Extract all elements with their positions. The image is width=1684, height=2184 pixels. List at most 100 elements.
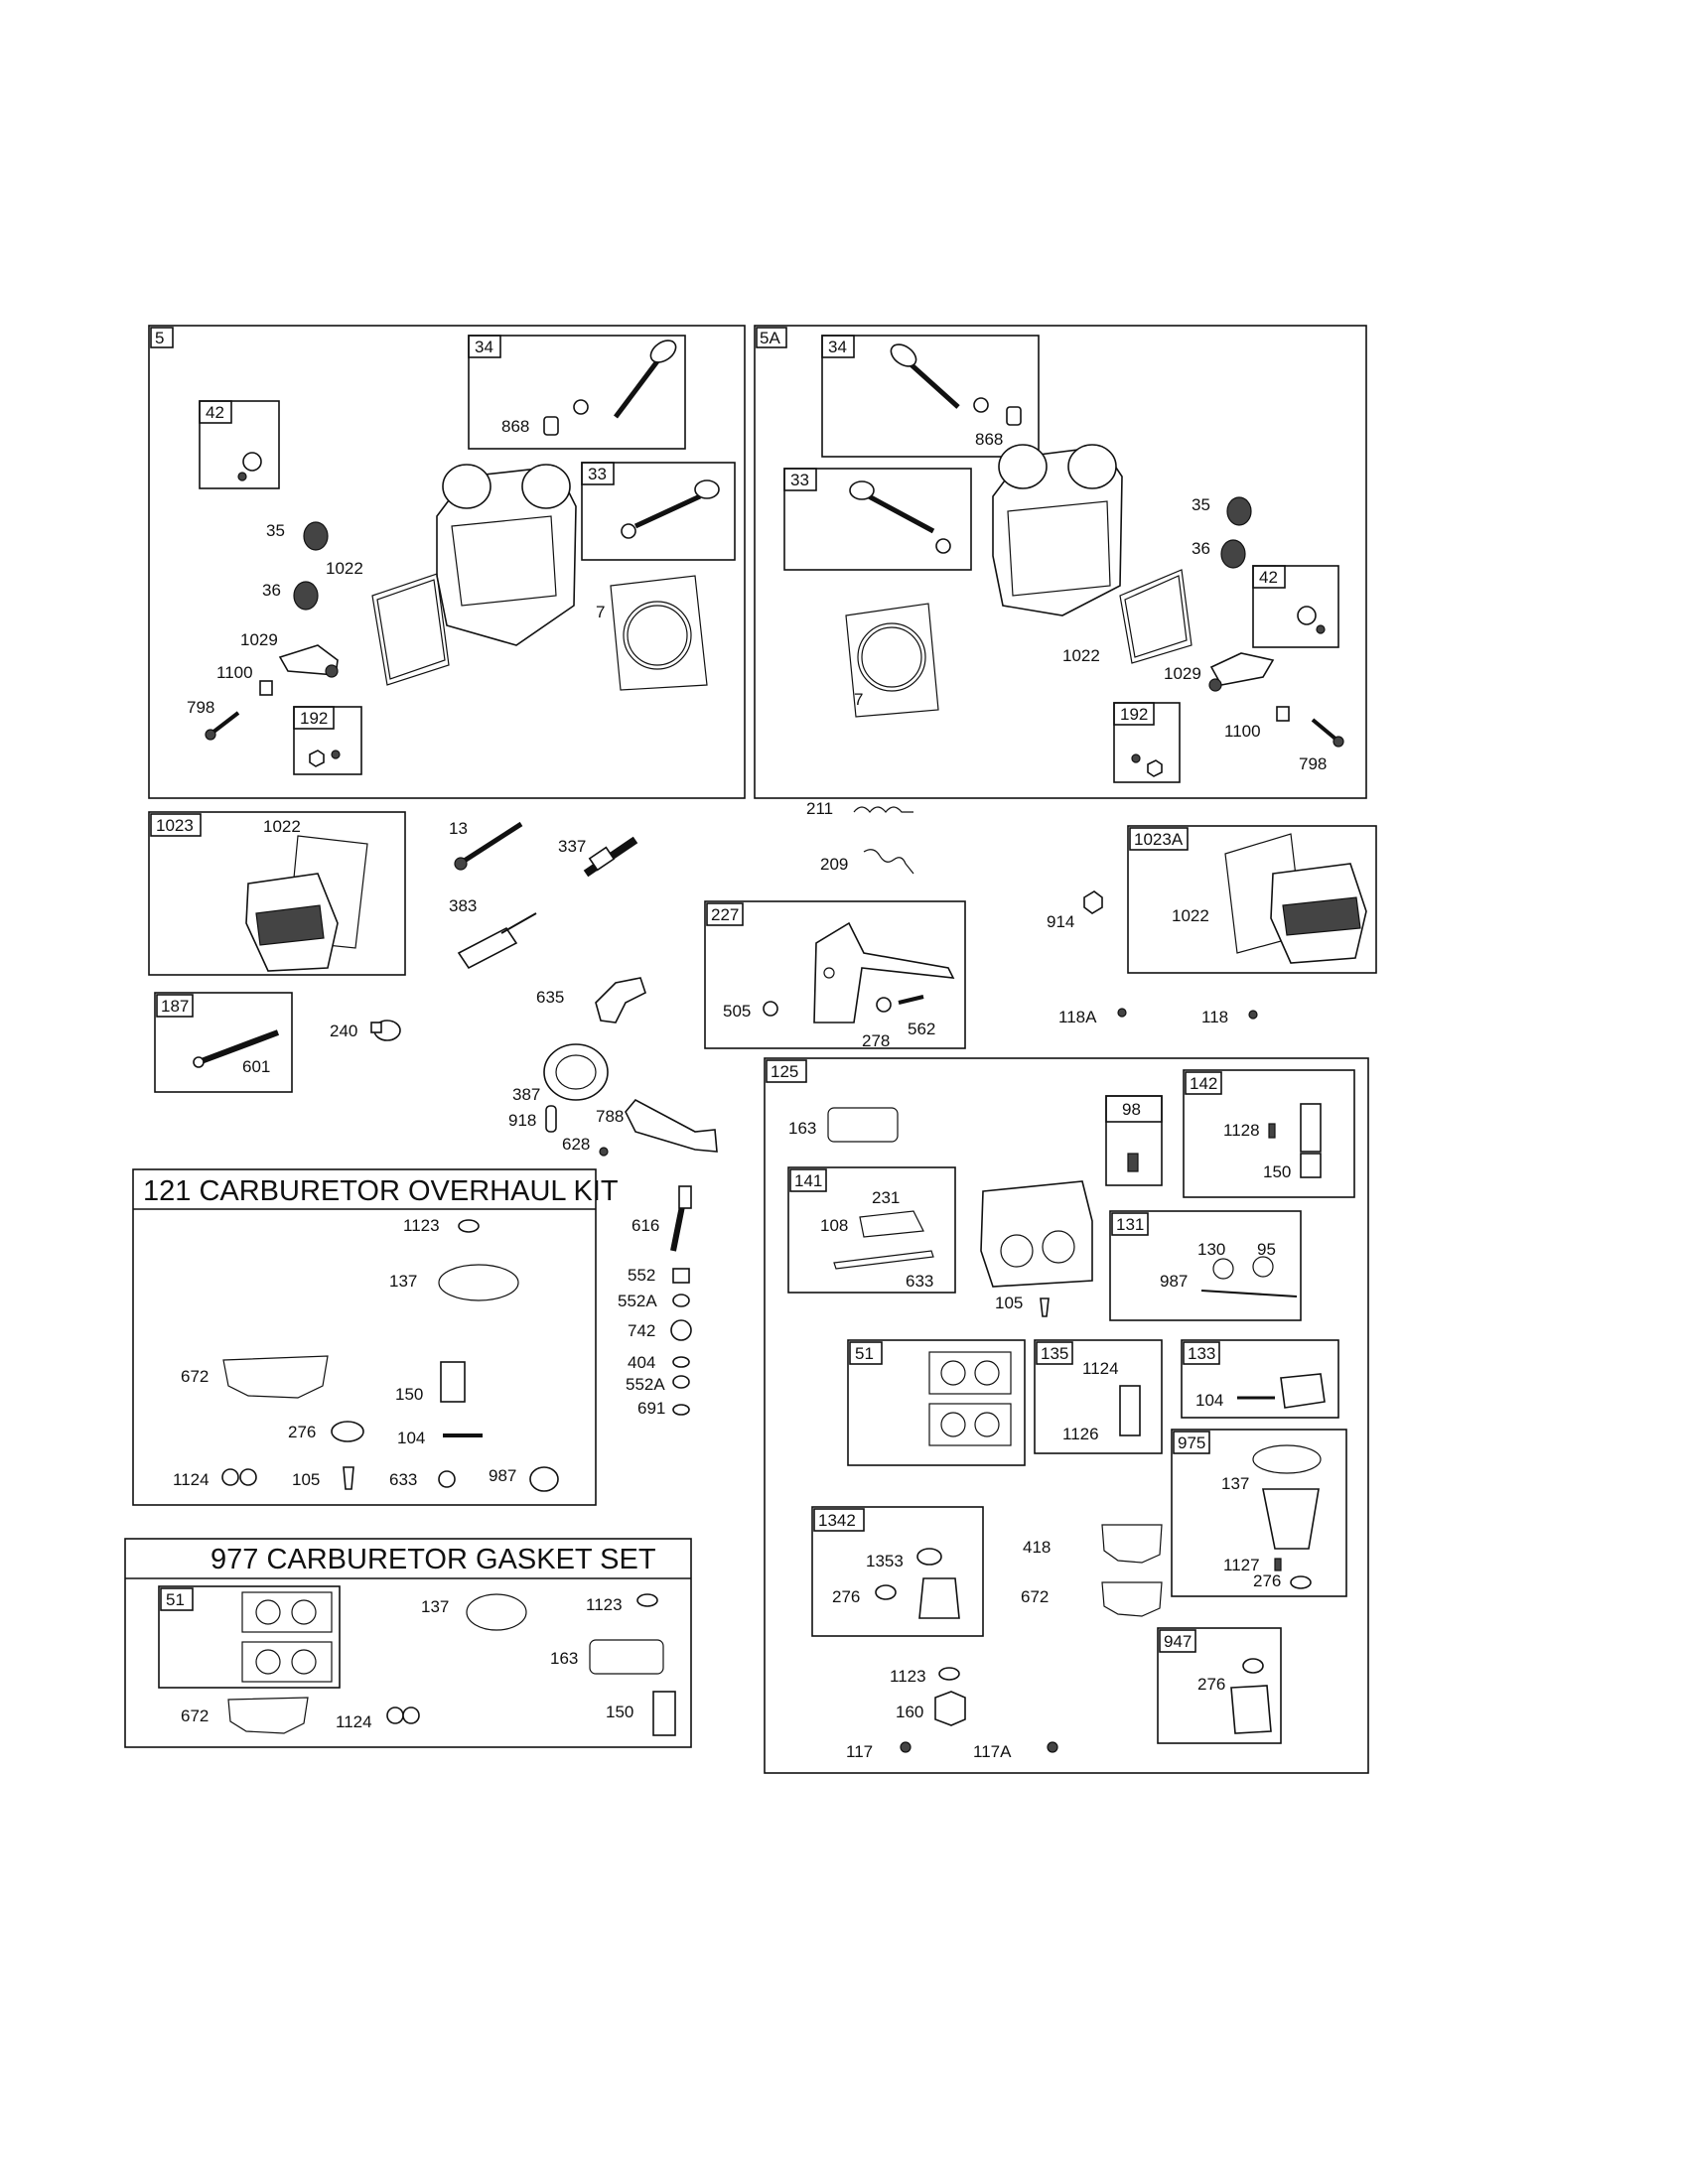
part-798b-label: 798 (1299, 754, 1327, 773)
group-142-tag (1185, 1071, 1222, 1095)
group-42-tag (199, 400, 232, 424)
group-33-frame (581, 462, 736, 561)
gasket (1101, 1581, 1163, 1617)
gasket (227, 1697, 309, 1734)
overhaul-kit-title: 121 CARBURETOR OVERHAUL KIT (143, 1175, 619, 1207)
set-150-label: 150 (606, 1703, 633, 1721)
group-947-frame (1157, 1627, 1282, 1744)
group-947-label: 947 (1164, 1632, 1192, 1651)
carb-163-label: 163 (788, 1119, 816, 1138)
choke-shaft (1200, 1290, 1298, 1297)
group-51a-tag (849, 1341, 883, 1365)
part-1022-label: 1022 (326, 559, 363, 578)
kit-137-label: 137 (389, 1272, 417, 1291)
group-51a-frame (847, 1339, 1026, 1466)
spring (853, 806, 913, 813)
carb-1128-label: 1128 (1223, 1121, 1260, 1140)
group-975-label: 975 (1178, 1433, 1205, 1452)
part-552-label: 552 (628, 1266, 655, 1285)
group-192b-tag (1113, 702, 1155, 726)
needle (343, 1466, 354, 1490)
seal (672, 1375, 690, 1389)
part-36b-label: 36 (1192, 539, 1210, 558)
spark-plug-boot (457, 912, 537, 970)
group-1342-frame (811, 1506, 984, 1637)
group-135-tag (1036, 1341, 1073, 1365)
group-975-tag (1173, 1431, 1210, 1454)
part-788-label: 788 (596, 1107, 624, 1126)
carb-231-label: 231 (872, 1188, 900, 1207)
clip (670, 1319, 692, 1341)
group-1023A-tag (1129, 827, 1189, 851)
fitting (934, 1691, 966, 1726)
part-616-label: 616 (632, 1216, 659, 1235)
part-211-label: 211 (806, 799, 833, 818)
fuel-pump (543, 1043, 609, 1101)
o-ring (458, 1219, 480, 1233)
group-141-label: 141 (794, 1171, 822, 1190)
carb-130-label: 130 (1197, 1240, 1225, 1259)
spring (863, 849, 914, 875)
group-192b-label: 192 (1120, 705, 1148, 724)
part-1022c-label: 1022 (263, 817, 301, 836)
carb-987-label: 987 (1160, 1272, 1188, 1291)
plate (1300, 1153, 1322, 1178)
group-34-label: 34 (475, 338, 493, 356)
valve-cover (245, 835, 368, 972)
group-33-label: 33 (588, 465, 607, 483)
spark-plug (583, 836, 638, 878)
intake-valve (621, 479, 720, 539)
group-135-frame (1034, 1339, 1163, 1454)
part-1022b-label: 1022 (1062, 646, 1100, 665)
group-33b-tag (783, 468, 817, 491)
pushrod (193, 1029, 280, 1068)
part-383-label: 383 (449, 896, 477, 915)
part-691-label: 691 (637, 1399, 665, 1418)
jet (1127, 1153, 1139, 1172)
carb-1126-label: 1126 (1062, 1425, 1099, 1443)
o-ring (916, 1548, 942, 1566)
carburetor-gasket (928, 1351, 1012, 1446)
gasket-plate (589, 1639, 664, 1675)
washer (876, 997, 892, 1013)
screw (599, 1147, 609, 1157)
part-552A-label: 552A (618, 1292, 657, 1310)
carburetor-body (980, 1180, 1093, 1288)
nut (763, 1001, 778, 1017)
breather (370, 1020, 401, 1041)
part-7-label: 7 (596, 603, 605, 621)
plate (440, 1361, 466, 1403)
plate (652, 1691, 676, 1736)
group-51b-frame (158, 1585, 341, 1689)
washer (1242, 1658, 1264, 1674)
part-628-label: 628 (562, 1135, 590, 1154)
carb-104-label: 104 (1195, 1391, 1223, 1410)
carb-160-label: 160 (896, 1703, 923, 1721)
float (1280, 1373, 1326, 1409)
kit-105-label: 105 (292, 1470, 320, 1489)
carb-276c-label: 276 (1197, 1675, 1225, 1694)
float-bowl-post (1119, 1385, 1141, 1436)
group-131-frame (1109, 1210, 1302, 1321)
rocker-stud (1311, 718, 1344, 748)
part-7b-label: 7 (854, 690, 863, 709)
part-13-label: 13 (449, 819, 468, 838)
bowl-gasket (438, 1264, 519, 1301)
part-404-label: 404 (628, 1353, 655, 1372)
group-34b-tag (821, 335, 855, 358)
head-gasket (610, 575, 708, 691)
group-33-tag (581, 462, 615, 485)
carb-117A-label: 117A (973, 1742, 1012, 1761)
cylinder-head (992, 444, 1123, 616)
rocker-stud (205, 711, 240, 741)
group-5A-tag (756, 327, 787, 348)
choke-plate (1212, 1258, 1234, 1280)
group-42b-frame (1252, 565, 1339, 648)
group-125-tag (766, 1059, 807, 1083)
bushing (672, 1268, 690, 1284)
fuel-solenoid (1230, 1685, 1272, 1734)
part-742-label: 742 (628, 1321, 655, 1340)
rocker-nut (259, 680, 273, 696)
seal (672, 1294, 690, 1307)
